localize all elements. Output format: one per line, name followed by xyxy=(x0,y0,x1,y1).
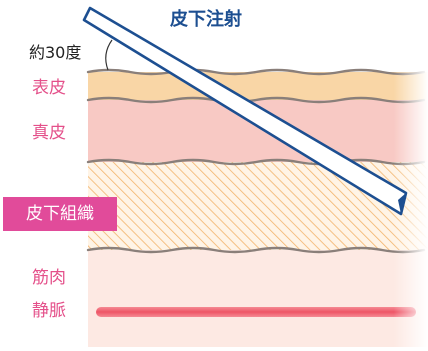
muscle-label: 筋肉 xyxy=(32,268,66,288)
dermis-label: 真皮 xyxy=(32,123,66,143)
angle-arc xyxy=(105,39,113,71)
diagram-title: 皮下注射 xyxy=(170,9,242,30)
subcutaneous-badge-bg xyxy=(3,197,117,231)
angle-label: 約30度 xyxy=(29,43,82,62)
vein-label: 静脈 xyxy=(32,301,66,321)
needle xyxy=(82,6,408,216)
epidermis-label: 表皮 xyxy=(32,78,66,98)
subcutaneous-label: 皮下組織 xyxy=(26,204,94,224)
